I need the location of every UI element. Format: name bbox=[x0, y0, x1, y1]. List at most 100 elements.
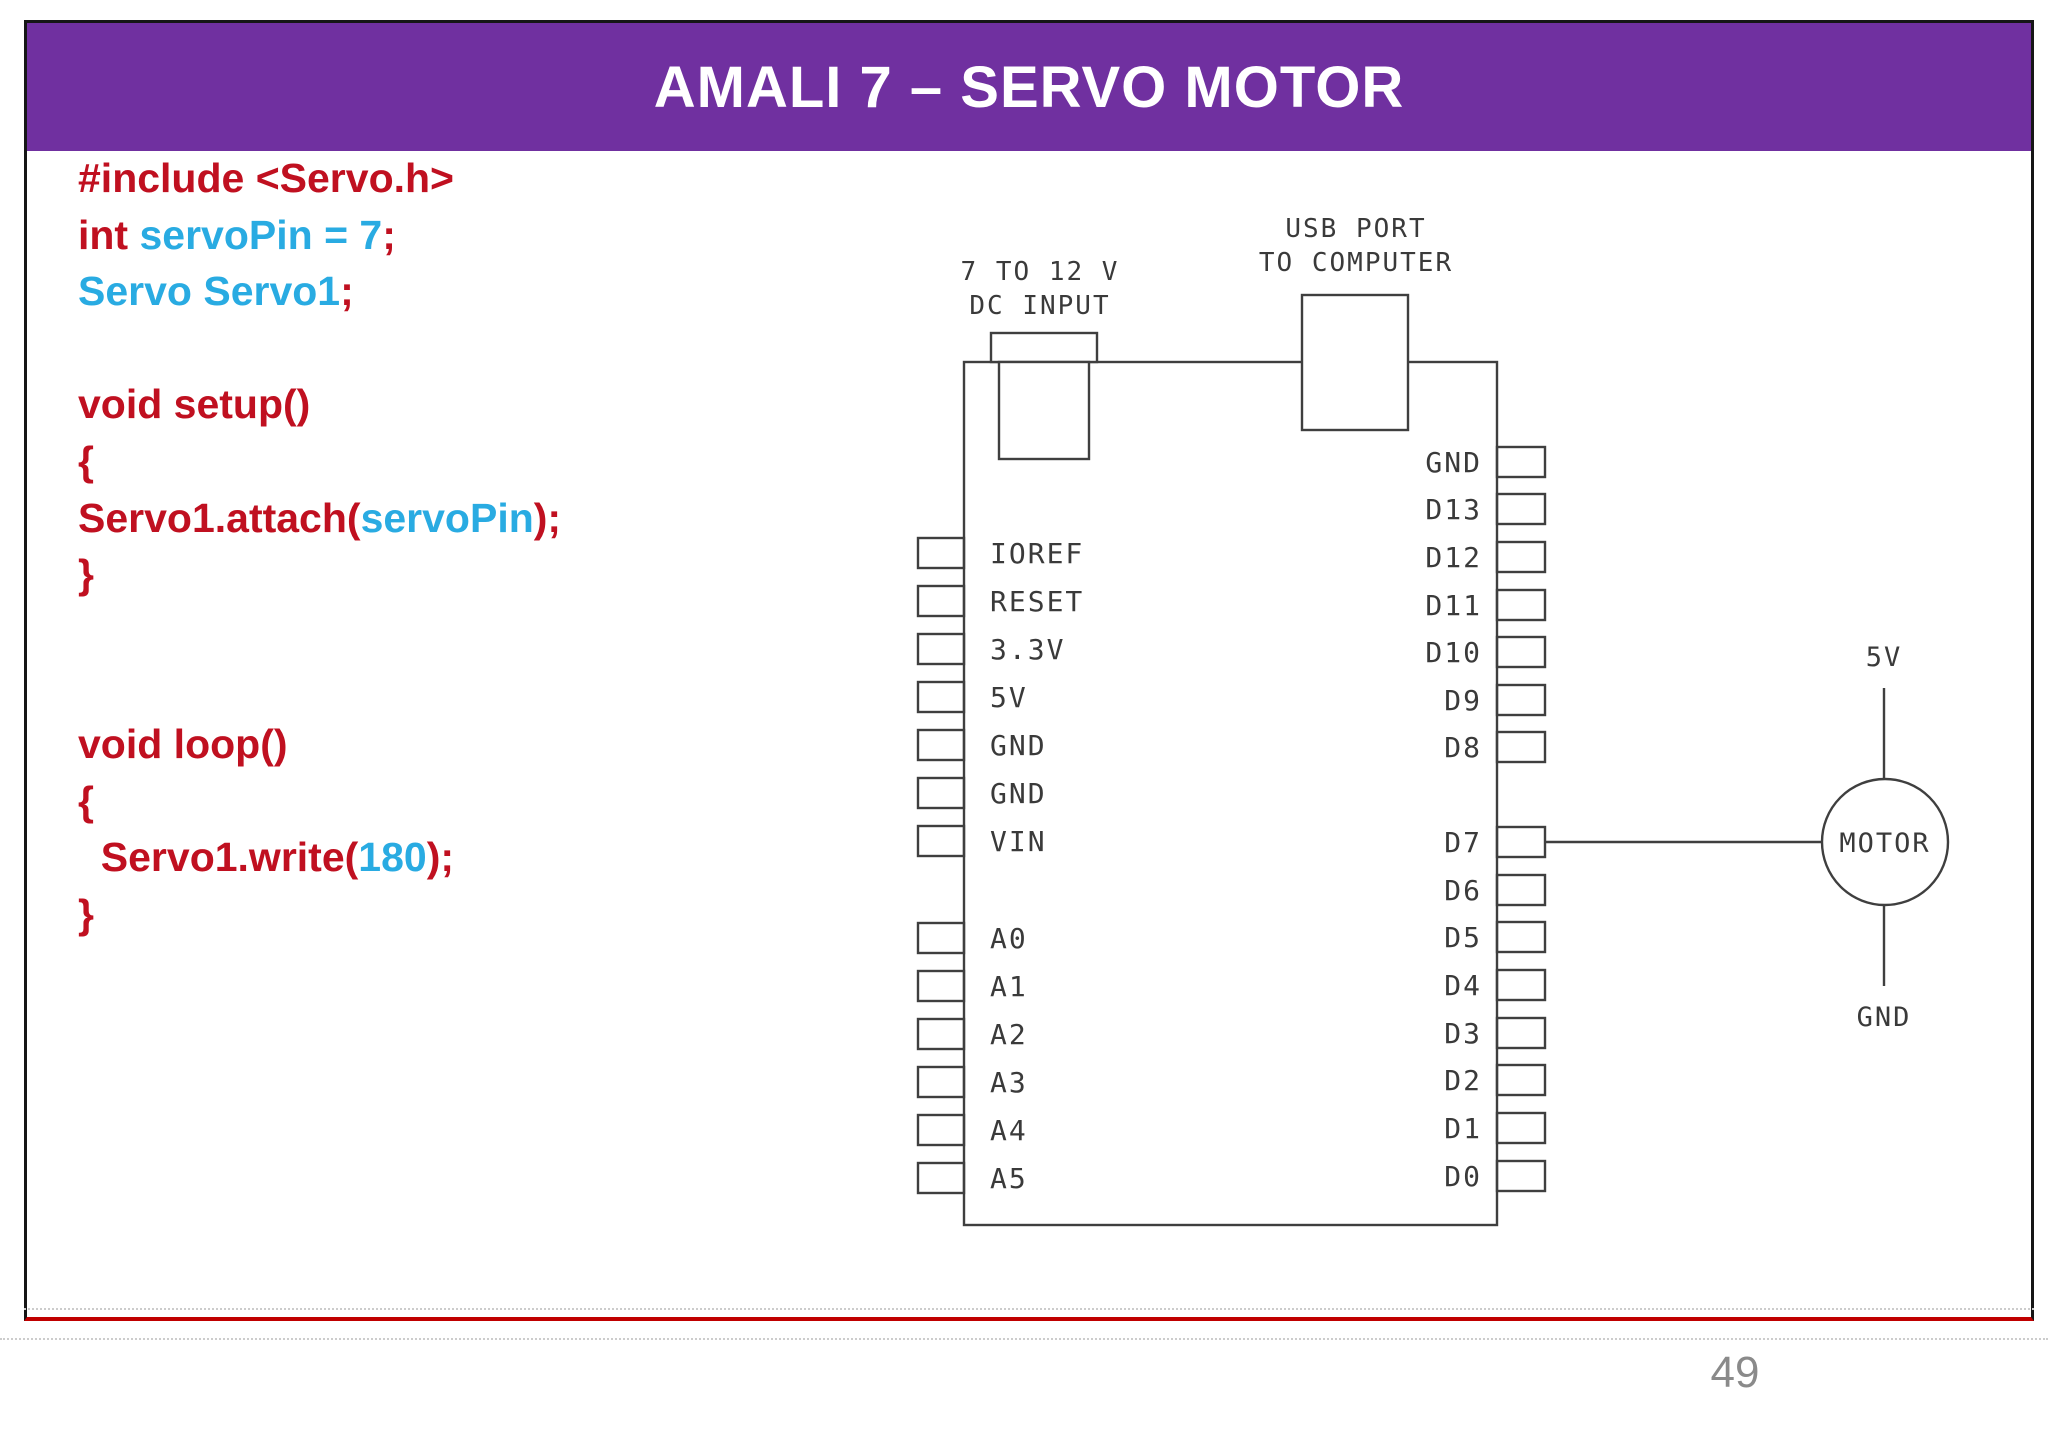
code-segment: Servo Servo1 bbox=[78, 268, 341, 315]
pin-label-vin: VIN bbox=[990, 825, 1047, 858]
usb-port-label-line1: USB PORT bbox=[1285, 214, 1426, 244]
pin-box-d3 bbox=[1495, 1016, 1547, 1050]
pin-box-d2 bbox=[1495, 1063, 1547, 1097]
motor-5v-label: 5V bbox=[1866, 642, 1903, 673]
pin-label-a1: A1 bbox=[990, 970, 1028, 1003]
code-line: void loop() bbox=[78, 716, 718, 773]
motor-label: MOTOR bbox=[1839, 828, 1930, 859]
code-line bbox=[78, 603, 718, 660]
code-segment: void setup() bbox=[78, 381, 311, 428]
pin-box-a5 bbox=[916, 1161, 966, 1195]
code-line: Servo Servo1; bbox=[78, 263, 718, 320]
code-line bbox=[78, 659, 718, 716]
pin-label-d11: D11 bbox=[1425, 589, 1482, 622]
code-segment: servoPin = 7 bbox=[139, 211, 383, 258]
pin-box-vin bbox=[916, 824, 966, 858]
pin-label-5v: 5V bbox=[990, 681, 1028, 714]
pin-box-d9 bbox=[1495, 683, 1547, 717]
code-line: Servo1.write(180); bbox=[78, 829, 718, 886]
pin-label-a3: A3 bbox=[990, 1066, 1028, 1099]
code-line: Servo1.attach(servoPin); bbox=[78, 490, 718, 547]
pin-label-d4: D4 bbox=[1444, 969, 1482, 1002]
code-block: #include <Servo.h>int servoPin = 7;Servo… bbox=[78, 150, 718, 942]
code-segment: #include <Servo.h> bbox=[78, 155, 454, 201]
pin-box-a2 bbox=[916, 1017, 966, 1051]
code-segment: { bbox=[78, 777, 94, 824]
pin-box-gnd-r bbox=[1495, 445, 1547, 479]
pin-label-d6: D6 bbox=[1444, 874, 1482, 907]
code-line: } bbox=[78, 546, 718, 603]
pin-label-reset: RESET bbox=[990, 585, 1084, 618]
code-segment: ; bbox=[382, 211, 396, 258]
pin-box-a3 bbox=[916, 1065, 966, 1099]
dc-input-label-line1: 7 TO 12 V bbox=[961, 257, 1120, 287]
pin-box-d7 bbox=[1495, 825, 1547, 859]
pin-label-3v3: 3.3V bbox=[990, 633, 1065, 666]
pin-label-a2: A2 bbox=[990, 1018, 1028, 1051]
code-line: { bbox=[78, 433, 718, 490]
dotted-line-below bbox=[0, 1338, 2048, 1340]
pin-label-gnd1: GND bbox=[990, 729, 1047, 762]
pin-label-d3: D3 bbox=[1444, 1017, 1482, 1050]
slide-frame: AMALI 7 – SERVO MOTOR bbox=[24, 20, 2034, 1321]
pin-label-d12: D12 bbox=[1425, 541, 1482, 574]
pin-label-d2: D2 bbox=[1444, 1064, 1482, 1097]
code-segment: Servo1.attach( bbox=[78, 494, 361, 541]
motor-circle bbox=[1820, 777, 1950, 907]
pin-box-gnd1 bbox=[916, 728, 966, 762]
pin-label-d8: D8 bbox=[1444, 731, 1482, 764]
code-segment: } bbox=[78, 890, 94, 937]
code-line: #include <Servo.h> bbox=[78, 150, 718, 207]
pin-box-d11 bbox=[1495, 588, 1547, 622]
motor-gnd-label: GND bbox=[1857, 1002, 1912, 1033]
usb-port-connector bbox=[1300, 293, 1410, 432]
pin-box-d1 bbox=[1495, 1111, 1547, 1145]
pin-label-d7: D7 bbox=[1444, 826, 1482, 859]
pin-box-d10 bbox=[1495, 635, 1547, 669]
pin-label-a5: A5 bbox=[990, 1162, 1028, 1195]
code-segment: { bbox=[78, 437, 94, 484]
pin-box-d6 bbox=[1495, 873, 1547, 907]
code-segment: ; bbox=[340, 268, 354, 315]
code-line: { bbox=[78, 773, 718, 830]
dc-input-label-line2: DC INPUT bbox=[969, 291, 1110, 321]
page-title: AMALI 7 – SERVO MOTOR bbox=[653, 54, 1405, 120]
pin-label-d13: D13 bbox=[1425, 493, 1482, 526]
arduino-diagram: 7 TO 12 V DC INPUT USB PORT TO COMPUTER … bbox=[916, 214, 1950, 1227]
code-segment: ); bbox=[533, 494, 562, 541]
code-line: int servoPin = 7; bbox=[78, 207, 718, 264]
pin-box-a0 bbox=[916, 921, 966, 955]
code-segment: void loop() bbox=[78, 720, 288, 767]
pin-box-d13 bbox=[1495, 492, 1547, 526]
pin-box-a1 bbox=[916, 969, 966, 1003]
code-segment: 180 bbox=[358, 834, 427, 881]
code-segment: Servo1.write( bbox=[78, 834, 359, 881]
pin-label-d10: D10 bbox=[1425, 636, 1482, 669]
pin-label-d9: D9 bbox=[1444, 684, 1482, 717]
pin-box-reset bbox=[916, 584, 966, 618]
code-line: void setup() bbox=[78, 376, 718, 433]
code-segment: ); bbox=[426, 834, 455, 881]
code-segment: } bbox=[78, 551, 94, 598]
pin-label-a0: A0 bbox=[990, 922, 1028, 955]
page-number: 49 bbox=[1710, 1348, 1760, 1397]
pin-box-3v3 bbox=[916, 632, 966, 666]
pin-label-d0: D0 bbox=[1444, 1160, 1482, 1193]
pin-label-ioref: IOREF bbox=[990, 537, 1084, 570]
pin-box-ioref bbox=[916, 536, 966, 570]
pin-box-d8 bbox=[1495, 730, 1547, 764]
usb-port-label-line2: TO COMPUTER bbox=[1259, 248, 1453, 278]
pin-label-gnd-r: GND bbox=[1425, 446, 1482, 479]
code-line bbox=[78, 320, 718, 377]
pin-box-d12 bbox=[1495, 540, 1547, 574]
pin-box-d5 bbox=[1495, 920, 1547, 954]
code-segment: int bbox=[78, 211, 140, 258]
pin-box-a4 bbox=[916, 1113, 966, 1147]
code-segment: servoPin bbox=[360, 494, 534, 541]
dotted-line-above bbox=[24, 1308, 2034, 1310]
header-banner: AMALI 7 – SERVO MOTOR bbox=[27, 23, 2031, 151]
code-line: } bbox=[78, 886, 718, 943]
pin-label-d5: D5 bbox=[1444, 921, 1482, 954]
dc-input-connector-body bbox=[997, 360, 1091, 461]
